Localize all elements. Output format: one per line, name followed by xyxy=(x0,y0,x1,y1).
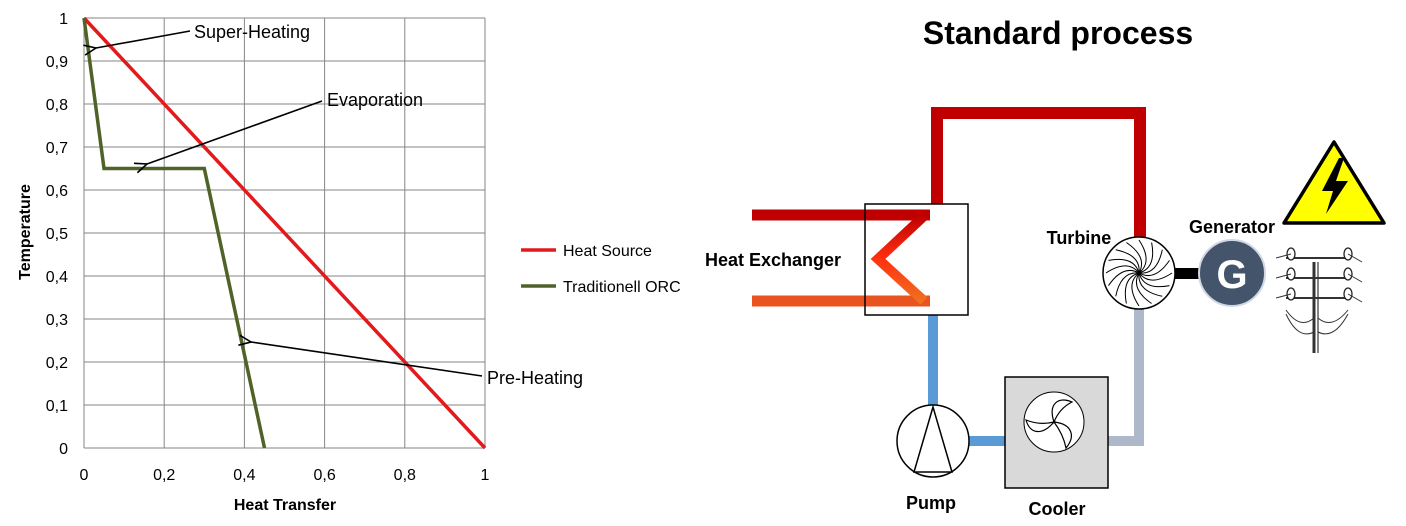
generator-body xyxy=(1198,239,1266,307)
y-tick-labels: 0 0,1 0,2 0,3 0,4 0,5 0,6 0,7 0,8 0,9 1 xyxy=(46,11,68,458)
turbine-blade xyxy=(1135,272,1152,304)
y-tick-label: 0,5 xyxy=(46,226,68,243)
y-tick-label: 0,7 xyxy=(46,140,68,157)
generator-letter: G xyxy=(1216,253,1247,297)
pump-housing xyxy=(896,404,970,478)
generator-shaft xyxy=(1175,268,1202,279)
turbine-blade xyxy=(1124,272,1140,304)
standard-process-diagram: Standard process Heat Exchanger Turbine xyxy=(705,15,1386,519)
cooler-label: Cooler xyxy=(1028,499,1085,519)
series-line-traditionell-orc xyxy=(82,17,267,449)
annotation-label: Evaporation xyxy=(327,90,423,110)
turbine-blade xyxy=(1138,239,1147,274)
annotation-label: Pre-Heating xyxy=(487,368,583,388)
pipes xyxy=(752,107,1146,446)
turbine-blade xyxy=(1138,272,1170,288)
turbine-label: Turbine xyxy=(1047,228,1112,248)
diagram-title: Standard process xyxy=(923,15,1193,51)
generator-label: Generator xyxy=(1189,217,1275,237)
hot-pipe-to-turbine xyxy=(931,107,1146,238)
legend-item-traditionell-orc: Traditionell ORC xyxy=(521,279,681,296)
x-tick-label: 0,6 xyxy=(313,467,335,484)
heat-exchanger-label: Heat Exchanger xyxy=(705,250,841,270)
chart-series xyxy=(82,16,487,450)
pump: Pump xyxy=(896,404,970,513)
turbine-blade xyxy=(1108,258,1140,274)
legend-label: Traditionell ORC xyxy=(563,279,681,296)
annotation-arrow xyxy=(147,100,323,164)
turbine-blade xyxy=(1138,260,1170,277)
turbine-blades-icon xyxy=(1105,239,1173,307)
generator: G Generator xyxy=(1189,217,1275,307)
chart-legend: Heat Source Traditionell ORC xyxy=(521,243,681,296)
annotation-arrow xyxy=(96,30,191,48)
y-tick-label: 0,2 xyxy=(46,355,68,372)
turbine-blade xyxy=(1131,272,1140,307)
y-tick-label: 0,8 xyxy=(46,97,68,114)
turbine-blade xyxy=(1138,242,1154,274)
x-tick-label: 0,2 xyxy=(153,467,175,484)
high-voltage-warning-icon xyxy=(1282,140,1386,225)
x-tick-label: 0,4 xyxy=(233,467,255,484)
power-pole-icon xyxy=(1275,247,1363,353)
chart-axes xyxy=(83,18,485,449)
cooler: Cooler xyxy=(1004,376,1109,519)
turbine-blade xyxy=(1138,272,1163,297)
annotation-label: Super-Heating xyxy=(194,22,310,42)
y-tick-label: 0,9 xyxy=(46,54,68,71)
turbine-blade xyxy=(1138,272,1173,281)
pump-triangle-icon xyxy=(912,404,954,473)
turbine-hub xyxy=(1136,270,1142,276)
y-tick-label: 0,1 xyxy=(46,398,68,415)
y-tick-label: 1 xyxy=(59,11,68,28)
y-tick-label: 0,3 xyxy=(46,312,68,329)
heat-exchanger: Heat Exchanger xyxy=(705,203,969,316)
lightning-bolt-icon xyxy=(1322,158,1348,214)
annotation-super-heating: Super-Heating xyxy=(96,22,310,48)
cooler-fan-icon xyxy=(1025,399,1074,450)
x-tick-label: 1 xyxy=(481,467,490,484)
legend-label: Heat Source xyxy=(563,243,652,260)
legend-item-heat-source: Heat Source xyxy=(521,243,652,260)
x-tick-labels: 0 0,2 0,4 0,6 0,8 1 xyxy=(80,467,490,484)
y-tick-label: 0,6 xyxy=(46,183,68,200)
annotation-evaporation: Evaporation xyxy=(147,90,423,164)
y-axis-title: Temperature xyxy=(17,184,34,280)
heat-exchanger-box xyxy=(864,203,969,316)
turbine-blade xyxy=(1115,272,1140,297)
turbine: Turbine xyxy=(1047,228,1176,310)
heat-exchanger-zigzag xyxy=(870,212,928,305)
return-pipe-turbine-to-cooler xyxy=(1108,308,1144,446)
y-tick-label: 0,4 xyxy=(46,269,68,286)
annotation-arrow xyxy=(251,342,483,377)
y-tick-label: 0 xyxy=(59,441,68,458)
annotation-pre-heating: Pre-Heating xyxy=(251,342,583,388)
temperature-heat-transfer-chart: 0 0,1 0,2 0,3 0,4 0,5 0,6 0,7 0,8 0,9 1 0 0,2 0,4 0,6… xyxy=(17,11,681,514)
turbine-blade xyxy=(1138,249,1163,274)
x-axis-title: Heat Transfer xyxy=(234,497,336,514)
x-tick-label: 0,8 xyxy=(394,467,416,484)
turbine-blade xyxy=(1108,269,1140,286)
x-tick-label: 0 xyxy=(80,467,89,484)
pump-label: Pump xyxy=(906,493,956,513)
series-line-heat-source xyxy=(82,16,487,450)
turbine-blade xyxy=(1105,265,1140,274)
turbine-blade xyxy=(1115,249,1140,274)
turbine-blade xyxy=(1126,242,1143,274)
